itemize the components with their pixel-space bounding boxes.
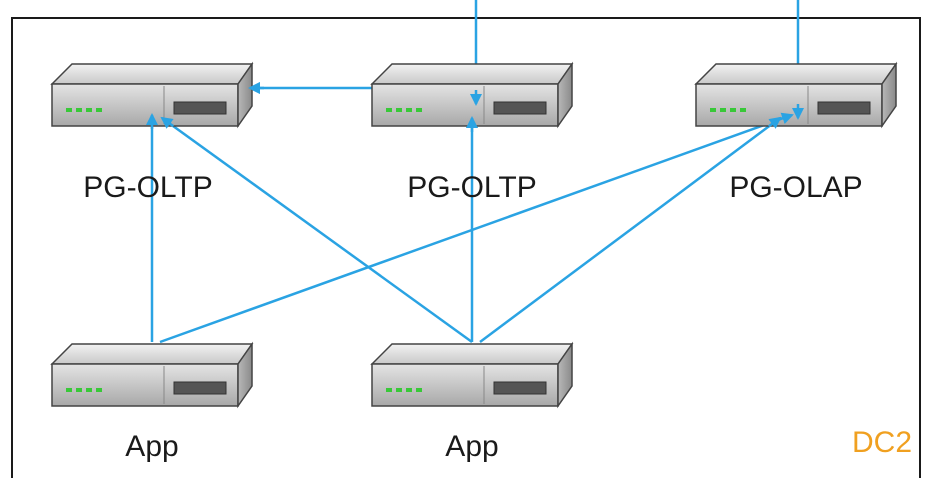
node-pg-olap [694,61,898,129]
status-led [740,108,746,112]
edge-app-2-to-pg-oltp-1 [160,116,473,344]
server-icon [694,61,898,129]
status-led [406,388,412,392]
status-led [710,108,716,112]
status-led [96,108,102,112]
status-led [76,108,82,112]
status-led [396,388,402,392]
region-border [11,17,921,478]
status-led [386,108,392,112]
region-label-dc2: DC2 [851,426,912,459]
nodes-group [50,61,898,409]
status-led [66,388,72,392]
status-led [76,388,82,392]
status-led [406,108,412,112]
status-led [86,388,92,392]
node-app-1 [50,341,254,409]
node-label-pg-oltp-1: PG-OLTP [83,171,213,204]
status-led [416,108,422,112]
edges-group [146,0,804,344]
arrow-tip [768,116,782,129]
edge-app-2-to-pg-olap [479,116,782,344]
status-led [396,108,402,112]
server-icon [50,61,254,129]
node-pg-oltp-1 [50,61,254,129]
arrow-tip [160,116,175,129]
status-led [96,388,102,392]
status-led [720,108,726,112]
node-label-app-1: App [125,430,179,463]
status-led [386,388,392,392]
node-label-pg-oltp-2: PG-OLTP [407,171,537,204]
node-app-2 [370,341,574,409]
server-icon [370,341,574,409]
server-icon [370,61,574,129]
status-led [730,108,736,112]
node-pg-oltp-2 [370,61,574,129]
status-led [416,388,422,392]
edge-app-1-to-pg-olap [159,112,794,344]
server-icon [50,341,254,409]
node-label-pg-olap: PG-OLAP [729,171,863,204]
status-led [66,108,72,112]
status-led [86,108,92,112]
arrow-tips-group [146,82,804,132]
node-label-app-2: App [445,430,499,463]
